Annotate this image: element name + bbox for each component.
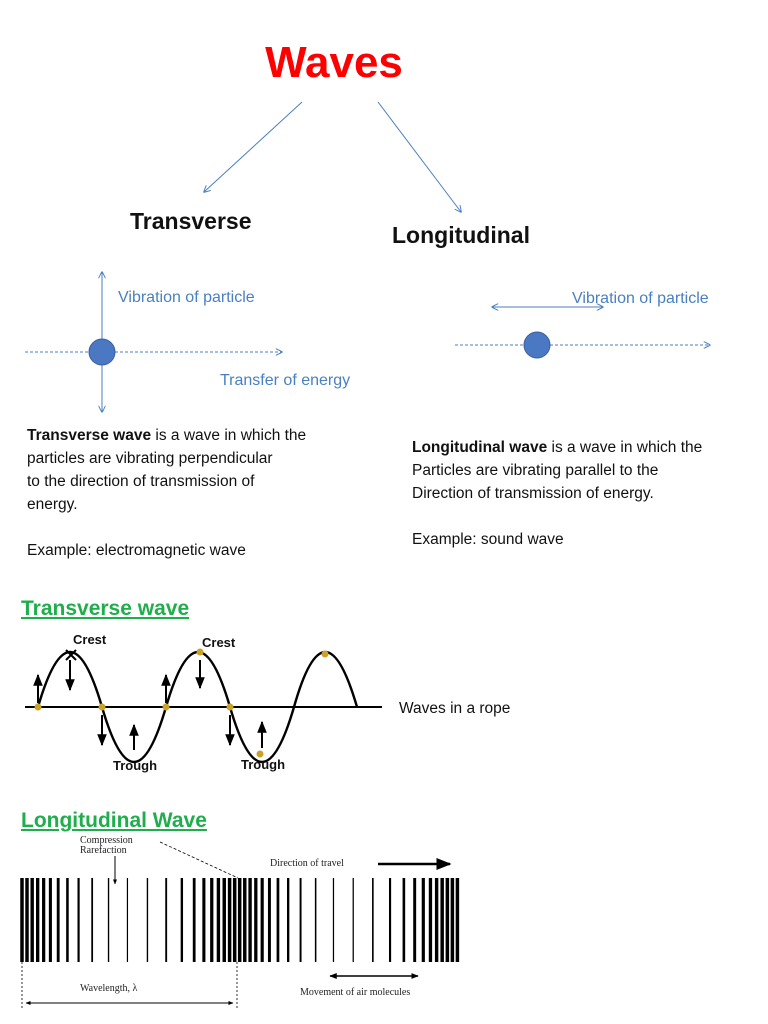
longitudinal-definition: Longitudinal wave is a wave in which the… <box>412 436 752 551</box>
rope-label: Waves in a rope <box>399 700 511 717</box>
longitudinal-example: Example: sound wave <box>412 531 564 548</box>
crest-label-1: Crest <box>73 632 107 647</box>
movement-label: Movement of air molecules <box>300 987 411 998</box>
transverse-vibration-label: Vibration of particle <box>118 289 255 306</box>
compression-label: Compression <box>80 835 133 846</box>
longitudinal-wave-section-title: Longitudinal Wave <box>21 809 207 832</box>
transverse-wave-section-title: Transverse wave <box>21 597 190 620</box>
transverse-definition: Transverse wave is a wave in which the p… <box>27 424 367 562</box>
longitudinal-heading: Longitudinal <box>392 222 530 248</box>
particle-arrows <box>33 660 267 750</box>
longitudinal-def-term: Longitudinal wave <box>412 439 548 456</box>
trough-label-1: Trough <box>113 758 158 773</box>
longitudinal-def-line2: Particles are vibrating parallel to the <box>412 462 659 479</box>
branch-arrow-transverse <box>204 101 303 192</box>
longitudinal-vibration-label: Vibration of particle <box>572 290 709 307</box>
compression-pointer <box>159 841 239 879</box>
page-title: Waves <box>265 38 403 87</box>
transverse-example: Example: electromagnetic wave <box>27 542 246 559</box>
transverse-energy-label: Transfer of energy <box>220 372 351 389</box>
transverse-def-line3: to the direction of transmission of <box>27 473 255 490</box>
rarefaction-label: Rarefaction <box>80 845 127 856</box>
direction-label: Direction of travel <box>270 858 344 869</box>
longitudinal-particle <box>523 331 551 359</box>
transverse-def-term: Transverse wave <box>27 427 152 444</box>
longitudinal-def-line1: is a wave in which the <box>547 439 703 456</box>
longitudinal-def-line3: Direction of transmission of energy. <box>412 485 654 502</box>
compression-bars <box>20 878 460 962</box>
crest-label-2: Crest <box>202 635 236 650</box>
transverse-particle <box>88 338 116 366</box>
compression-rarefaction-labels: Compression Rarefaction <box>80 836 133 856</box>
transverse-def-line1: is a wave in which the <box>151 427 307 444</box>
transverse-def-line4: energy. <box>27 496 78 513</box>
crest-marker <box>65 649 77 661</box>
transverse-def-line2: particles are vibrating perpendicular <box>27 450 273 467</box>
wave-dots <box>34 648 329 758</box>
trough-label-2: Trough <box>241 757 286 772</box>
branch-arrow-longitudinal <box>377 101 461 212</box>
wavelength-label: Wavelength, λ <box>80 983 138 994</box>
transverse-heading: Transverse <box>130 208 252 234</box>
